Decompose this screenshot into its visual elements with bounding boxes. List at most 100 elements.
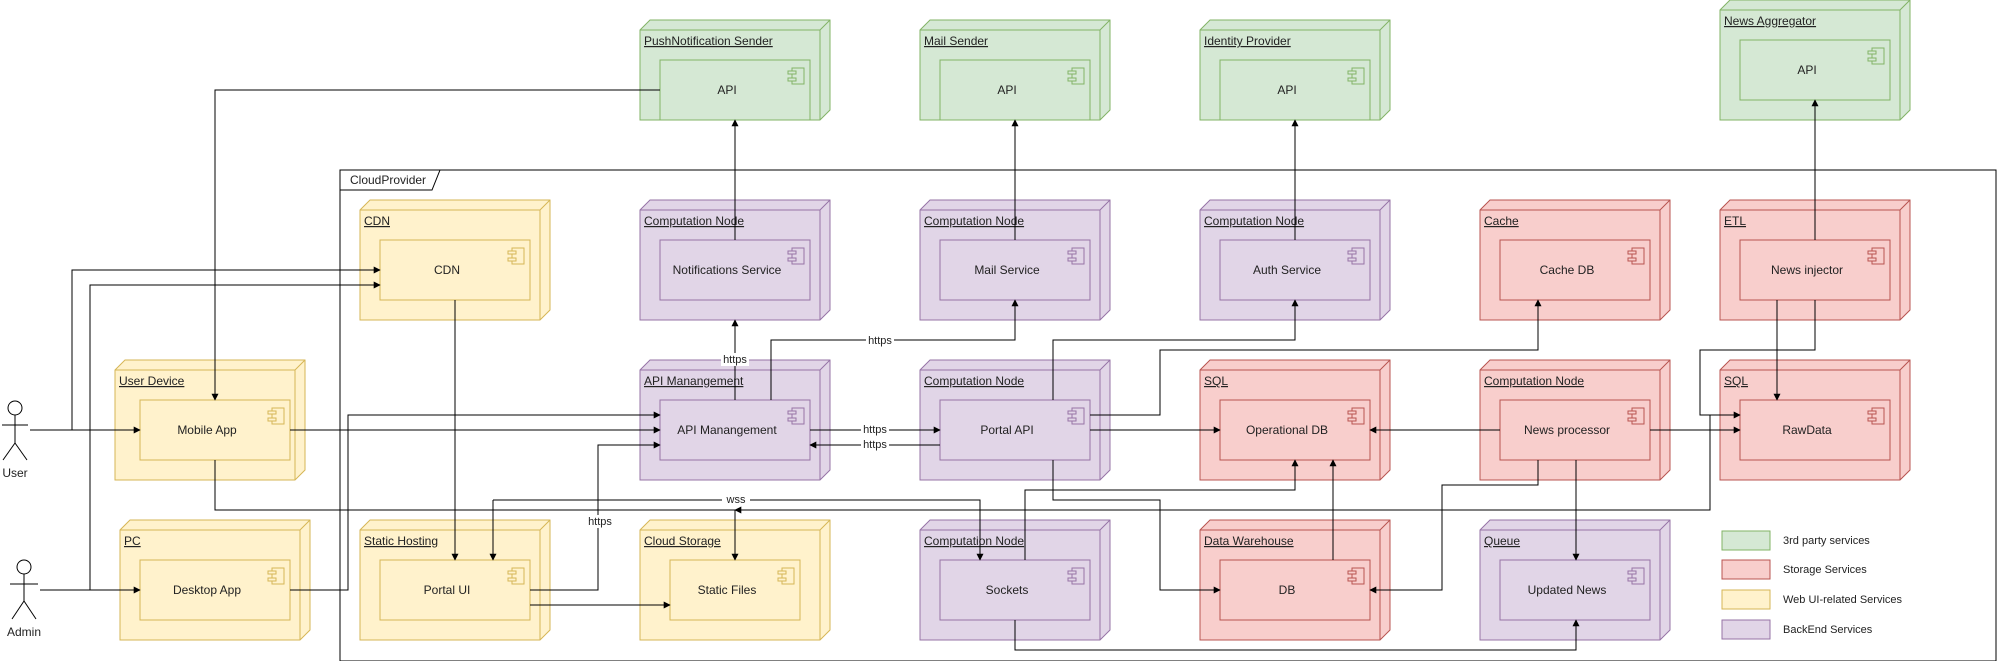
stick-figure-icon bbox=[10, 559, 38, 620]
component-dwh[interactable]: DB bbox=[1219, 559, 1371, 621]
component-label: Cache DB bbox=[1540, 263, 1595, 277]
component-api-mgmt[interactable]: API Manangement bbox=[659, 399, 811, 461]
component-icon bbox=[267, 567, 285, 585]
admin-actor[interactable]: Admin bbox=[7, 559, 41, 639]
component-cn-sockets[interactable]: Sockets bbox=[939, 559, 1091, 621]
component-cloud-storage[interactable]: Static Files bbox=[669, 559, 801, 621]
component-icon bbox=[1067, 407, 1085, 425]
component-static-hosting[interactable]: Portal UI bbox=[379, 559, 531, 621]
node-title: Mail Sender bbox=[924, 34, 988, 48]
svg-text:https: https bbox=[868, 335, 892, 347]
component-label: Desktop App bbox=[173, 583, 241, 597]
legend-item-web-ui: Web UI-related Services bbox=[1721, 589, 1903, 610]
component-icon bbox=[1867, 247, 1885, 265]
node-title: Cache bbox=[1484, 214, 1519, 228]
node-title: SQL bbox=[1724, 374, 1748, 388]
component-cn-notif[interactable]: Notifications Service bbox=[659, 239, 811, 301]
svg-text:https: https bbox=[723, 354, 747, 366]
component-label: API Manangement bbox=[677, 423, 777, 437]
component-idp[interactable]: API bbox=[1219, 59, 1371, 121]
component-icon bbox=[787, 407, 805, 425]
component-queue[interactable]: Updated News bbox=[1499, 559, 1651, 621]
component-label: Auth Service bbox=[1253, 263, 1321, 277]
component-label: CDN bbox=[434, 263, 460, 277]
component-sql-raw[interactable]: RawData bbox=[1739, 399, 1891, 461]
component-icon bbox=[787, 247, 805, 265]
component-push[interactable]: API bbox=[659, 59, 811, 121]
component-icon bbox=[787, 67, 805, 85]
component-icon bbox=[1867, 47, 1885, 65]
component-user-device[interactable]: Mobile App bbox=[139, 399, 291, 461]
component-cn-auth[interactable]: Auth Service bbox=[1219, 239, 1371, 301]
component-label: API bbox=[997, 83, 1016, 97]
edge-admin-cdn bbox=[40, 281, 381, 591]
edge-news-processor-dwh bbox=[1369, 460, 1539, 594]
node-title: Computation Node bbox=[924, 214, 1024, 228]
edge-portal-api-cache bbox=[1090, 299, 1542, 416]
component-mail[interactable]: API bbox=[939, 59, 1091, 121]
edge-api-mgmt-sockets bbox=[493, 499, 984, 561]
node-sql-op[interactable]: SQL Operational DB bbox=[1199, 359, 1391, 481]
node-title: Queue bbox=[1484, 534, 1520, 548]
component-label: Mail Service bbox=[974, 263, 1040, 277]
component-icon bbox=[1627, 567, 1645, 585]
component-label: News injector bbox=[1771, 263, 1843, 277]
component-cn-news[interactable]: News processor bbox=[1499, 399, 1651, 461]
component-label: API bbox=[717, 83, 736, 97]
node-title: ETL bbox=[1724, 214, 1746, 228]
edge-label-https-portal-ui: https bbox=[586, 515, 614, 528]
node-etl[interactable]: ETL News injector bbox=[1719, 199, 1911, 321]
edge-label-wss: wss bbox=[722, 493, 750, 506]
node-title: Computation Node bbox=[1484, 374, 1584, 388]
node-pc[interactable]: PC Desktop App bbox=[119, 519, 311, 641]
component-etl[interactable]: News injector bbox=[1739, 239, 1891, 301]
component-label: API bbox=[1797, 63, 1816, 77]
component-label: Portal UI bbox=[424, 583, 471, 597]
node-sql-raw[interactable]: SQL RawData bbox=[1719, 359, 1911, 481]
edge-sockets-queue bbox=[1014, 619, 1580, 651]
node-title: API Manangement bbox=[644, 374, 744, 388]
component-news-agg[interactable]: API bbox=[1739, 39, 1891, 101]
component-sql-op[interactable]: Operational DB bbox=[1219, 399, 1371, 461]
edge-user-cdn bbox=[30, 266, 381, 431]
component-icon bbox=[1347, 67, 1365, 85]
svg-text:Web UI-related Services: Web UI-related Services bbox=[1783, 594, 1903, 606]
component-pc[interactable]: Desktop App bbox=[139, 559, 291, 621]
edge-sockets-operational-db bbox=[1024, 459, 1299, 560]
legend-item-storage: Storage Services bbox=[1721, 559, 1867, 580]
component-cn-mail[interactable]: Mail Service bbox=[939, 239, 1091, 301]
component-label: API bbox=[1277, 83, 1296, 97]
user-label: User bbox=[2, 466, 27, 480]
node-title: User Device bbox=[119, 374, 185, 388]
component-cdn[interactable]: CDN bbox=[379, 239, 531, 301]
svg-text:Storage Services: Storage Services bbox=[1783, 564, 1867, 576]
node-title: SQL bbox=[1204, 374, 1228, 388]
component-cache[interactable]: Cache DB bbox=[1499, 239, 1651, 301]
node-title: Data Warehouse bbox=[1204, 534, 1294, 548]
edge-mobile-app-static-files bbox=[214, 460, 739, 561]
svg-text:https: https bbox=[588, 516, 612, 528]
component-icon bbox=[1627, 247, 1645, 265]
node-title: PC bbox=[124, 534, 141, 548]
component-cn-portal[interactable]: Portal API bbox=[939, 399, 1091, 461]
user-actor[interactable]: User bbox=[2, 400, 28, 480]
